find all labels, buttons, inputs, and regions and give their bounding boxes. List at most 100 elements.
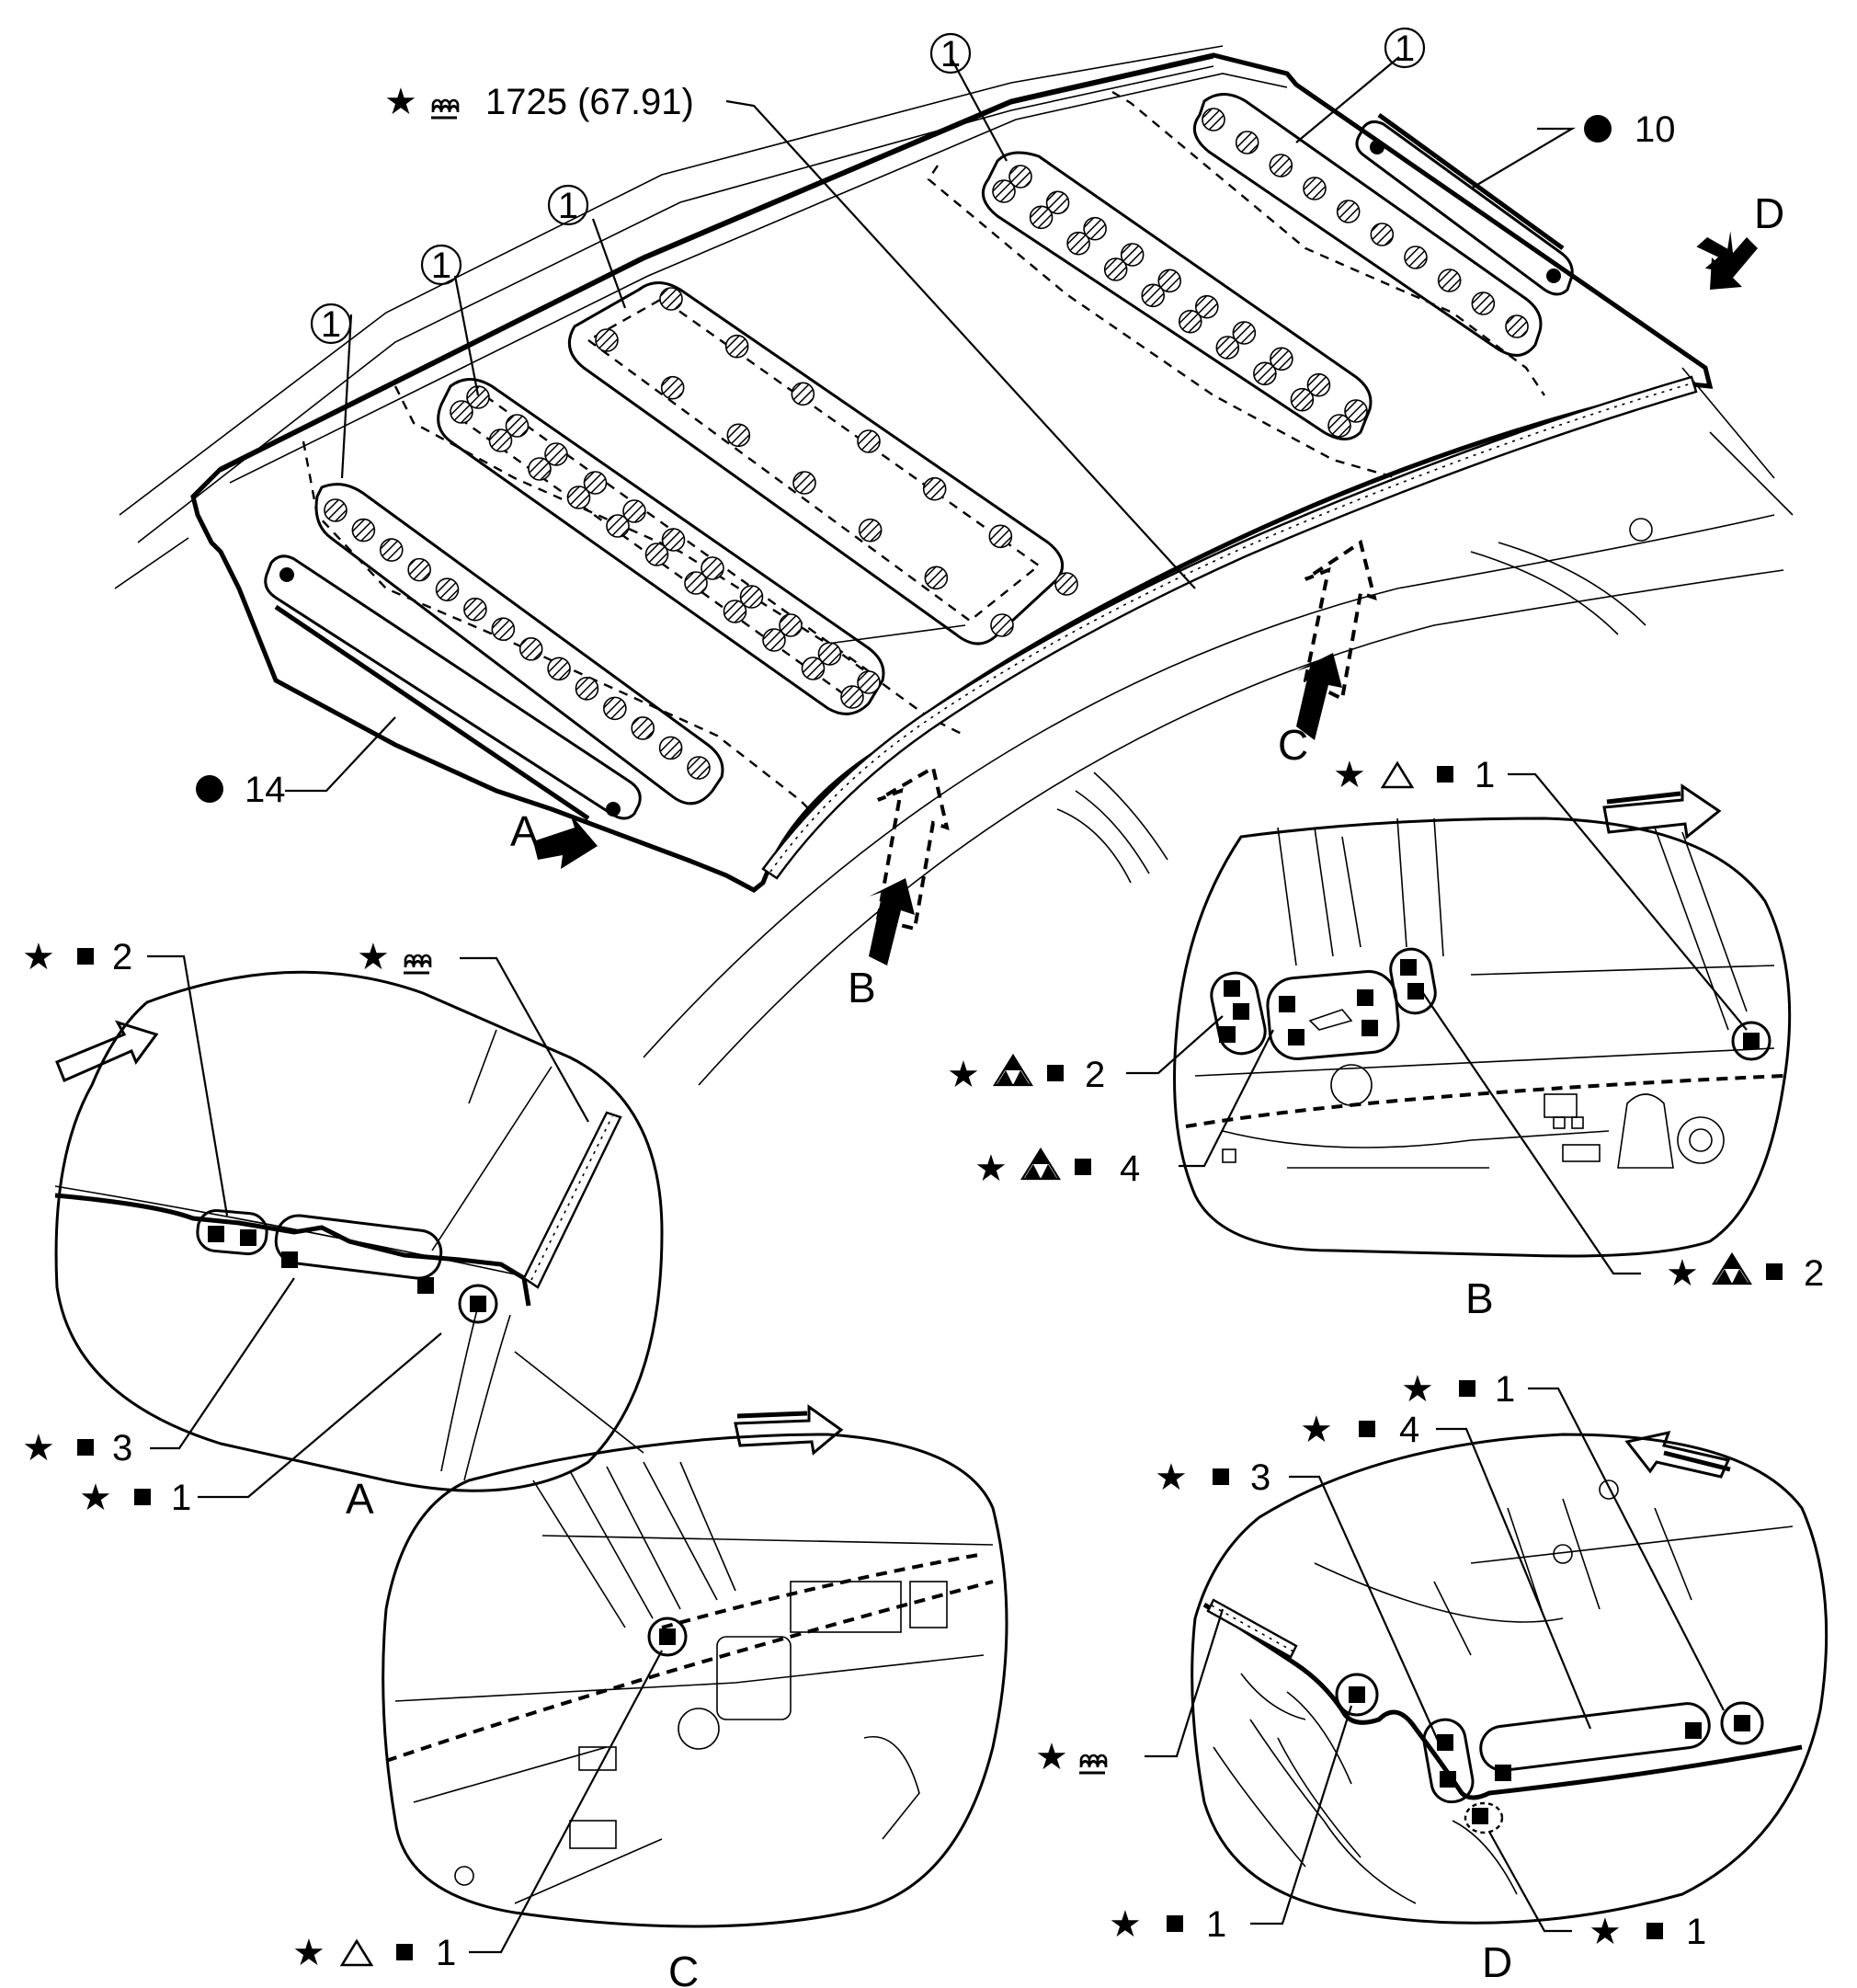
bolt-count-10-label: 10 xyxy=(1584,109,1676,150)
svg-text:★: ★ xyxy=(1666,1253,1699,1294)
callout-a-1: ★ 1 xyxy=(79,1478,191,1518)
adhesive-bead-front xyxy=(761,375,1698,880)
adhesive-dot xyxy=(1327,414,1351,438)
svg-text:4: 4 xyxy=(1399,1410,1419,1450)
adhesive-dots xyxy=(324,108,1529,780)
svg-text:★: ★ xyxy=(1109,1904,1142,1945)
adhesive-dot xyxy=(575,677,599,701)
adhesive-dot xyxy=(1505,314,1529,338)
adhesive-dot xyxy=(379,538,404,562)
svg-text:1: 1 xyxy=(1686,1912,1706,1952)
adhesive-dot xyxy=(528,457,552,481)
adhesive-dot xyxy=(1103,257,1128,281)
view-letter-c: C xyxy=(1278,721,1308,769)
adhesive-dot xyxy=(1232,321,1257,345)
part-callout-1: 1 1 1 1 1 xyxy=(310,27,1426,345)
adhesive-dot xyxy=(595,328,619,352)
adhesive-dot xyxy=(1344,399,1368,423)
adhesive-dot xyxy=(622,499,646,523)
svg-text:1: 1 xyxy=(1206,1904,1226,1945)
svg-text:2: 2 xyxy=(1804,1253,1824,1294)
callout-d-1-bottom-right: ★ 1 xyxy=(1589,1912,1706,1952)
svg-text:★: ★ xyxy=(1333,755,1366,795)
svg-text:★: ★ xyxy=(22,1428,55,1468)
callout-b-left-2: ★ 2 xyxy=(947,1053,1105,1095)
adhesive-dot xyxy=(684,571,708,595)
adhesive-dot xyxy=(1045,190,1070,215)
adhesive-dot xyxy=(762,628,786,652)
adhesive-dot xyxy=(1404,246,1428,269)
adhesive-dot xyxy=(1120,243,1145,267)
adhesive-dot xyxy=(407,557,431,582)
adhesive-dot xyxy=(687,756,711,780)
view-arrow-c-dashed xyxy=(1296,539,1377,740)
adhesive-dot xyxy=(324,498,347,522)
adhesive-dot xyxy=(779,613,803,637)
adhesive-dot xyxy=(1178,309,1202,334)
adhesive-dot xyxy=(661,528,686,552)
svg-text:★: ★ xyxy=(974,1148,1008,1189)
adhesive-dot xyxy=(857,429,881,453)
adhesive-dot xyxy=(659,287,683,311)
callout-d-adhesive: ★ xyxy=(1035,1737,1108,1777)
adhesive-dot xyxy=(817,642,842,666)
adhesive-dot xyxy=(1471,291,1496,315)
adhesive-dot xyxy=(1029,205,1054,230)
adhesive-dot xyxy=(1235,131,1259,154)
adhesive-dot xyxy=(701,556,724,580)
adhesive-dot xyxy=(1202,108,1225,131)
svg-text:1: 1 xyxy=(431,246,451,286)
svg-text:1: 1 xyxy=(321,304,341,345)
adhesive-dot xyxy=(450,400,473,424)
adhesive-dot xyxy=(792,471,816,495)
view-letter-d: D xyxy=(1754,189,1784,237)
adhesive-dot xyxy=(1253,361,1277,386)
svg-text:3: 3 xyxy=(1250,1457,1270,1498)
svg-text:★: ★ xyxy=(357,937,390,977)
callout-a-adhesive: ★ xyxy=(357,937,432,977)
roof-stiffener-adhesive-1 xyxy=(314,483,724,805)
svg-text:★: ★ xyxy=(384,82,417,122)
svg-text:★: ★ xyxy=(79,1478,112,1518)
adhesive-dot xyxy=(801,657,826,680)
callout-d-1-bottom-left: ★ 1 xyxy=(1109,1904,1226,1945)
adhesive-dot xyxy=(1008,165,1032,189)
adhesive-dot xyxy=(840,685,864,709)
adhesive-dot xyxy=(1270,347,1293,371)
adhesive-dot xyxy=(723,600,747,623)
adhesive-dot xyxy=(992,179,1016,203)
callout-d-4: ★ 4 xyxy=(1300,1410,1419,1450)
view-arrow-a xyxy=(533,814,598,869)
adhesive-dot xyxy=(658,736,683,760)
adhesive-dot xyxy=(544,442,568,466)
view-arrow-b-dashed xyxy=(869,764,950,965)
adhesive-dot xyxy=(644,543,669,566)
adhesive-dot xyxy=(924,566,949,590)
detail-view-c: ★ 1 C xyxy=(292,1404,1008,1988)
svg-text:1: 1 xyxy=(940,34,961,74)
adhesive-dot xyxy=(505,414,530,438)
adhesive-dot xyxy=(1083,216,1107,241)
svg-text:1: 1 xyxy=(171,1478,191,1518)
svg-text:2: 2 xyxy=(112,937,132,977)
adhesive-dot xyxy=(1336,200,1361,223)
adhesive-dot xyxy=(724,334,749,359)
adhesive-dot xyxy=(631,716,655,740)
svg-text:★: ★ xyxy=(22,937,55,977)
adhesive-dot xyxy=(858,518,883,543)
roof-stiffener-adhesive-3 xyxy=(567,281,1065,646)
adhesive-dot xyxy=(583,471,608,495)
svg-text:3: 3 xyxy=(112,1428,132,1468)
detail-b-caption: B xyxy=(1465,1274,1494,1322)
adhesive-dot xyxy=(435,577,460,601)
adhesive-dot xyxy=(922,476,947,501)
adhesive-dot xyxy=(491,617,516,642)
roof-stiffener-adhesive-5 xyxy=(1192,93,1543,357)
detail-view-a: ★ 2 ★ ★ 3 ★ 1 A xyxy=(22,937,664,1523)
view-letter-b: B xyxy=(848,964,876,1011)
adhesive-dot xyxy=(1303,177,1327,200)
callout-c-1: ★ 1 xyxy=(292,1933,456,1973)
roof-main-view: 1 1 1 1 1 ★ 1725 (67.91) 10 14 A B C xyxy=(114,27,1794,1086)
adhesive-dot xyxy=(466,385,490,409)
